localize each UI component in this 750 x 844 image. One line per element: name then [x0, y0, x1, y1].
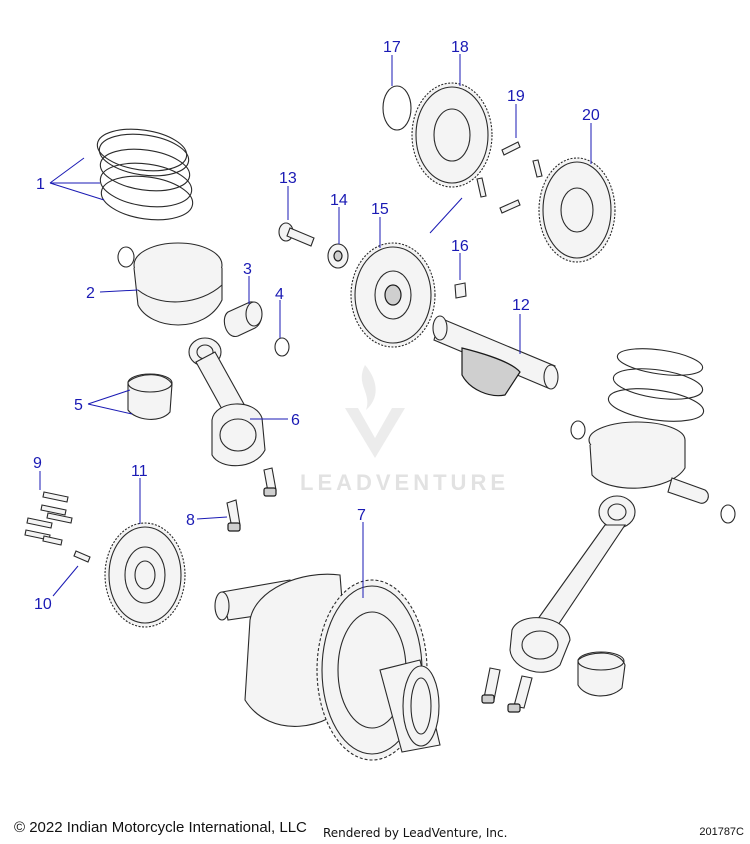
callout-20: 20 — [582, 107, 600, 124]
connecting-rod-left — [188, 337, 266, 467]
gear-bolt — [278, 222, 315, 247]
piston-right — [570, 420, 686, 489]
snap-ring — [382, 85, 412, 131]
piston-left — [117, 242, 223, 326]
footer-diagram-code: 201787C — [699, 826, 744, 838]
callout-14: 14 — [330, 192, 348, 209]
callout-2: 2 — [86, 285, 95, 302]
callout-12: 12 — [512, 297, 530, 314]
rod-bolts-right — [481, 667, 533, 713]
callout-1: 1 — [36, 176, 45, 193]
callouts: 1 2 3 4 5 6 7 8 9 10 11 12 13 14 15 16 1… — [33, 39, 600, 613]
footer-copyright: © 2022 Indian Motorcycle International, … — [14, 819, 307, 836]
gear-left — [104, 522, 186, 628]
callout-7: 7 — [357, 507, 366, 524]
wrist-pin-left — [223, 301, 263, 337]
callout-17: 17 — [383, 39, 401, 56]
callout-16: 16 — [451, 238, 469, 255]
washer — [327, 243, 349, 269]
small-bolts — [24, 491, 73, 546]
callout-19: 19 — [507, 88, 525, 105]
piston-rings-left — [96, 128, 194, 221]
pins — [476, 141, 543, 214]
piston-rings-right — [607, 348, 705, 422]
crankshaft — [214, 573, 441, 761]
connecting-rod-right — [509, 495, 636, 673]
callout-8: 8 — [186, 512, 195, 529]
callout-15: 15 — [371, 201, 389, 218]
callout-10: 10 — [34, 596, 52, 613]
balance-shaft — [432, 315, 559, 397]
rod-bolts-left — [226, 467, 277, 532]
callout-13: 13 — [279, 170, 297, 187]
circlip-left — [274, 337, 290, 357]
gear-right — [538, 157, 616, 263]
callout-3: 3 — [243, 261, 252, 278]
footer-rendered-by: Rendered by LeadVenture, Inc. — [323, 826, 508, 840]
callout-5: 5 — [74, 397, 83, 414]
callout-9: 9 — [33, 455, 42, 472]
watermark-text: LEADVENTURE — [300, 470, 509, 495]
bearing-shell-right — [577, 651, 626, 697]
callout-11: 11 — [131, 463, 148, 480]
wrist-pin-right — [667, 477, 736, 524]
callout-18: 18 — [451, 39, 469, 56]
gear-center — [350, 242, 436, 348]
callout-4: 4 — [275, 286, 284, 303]
dowel-pin — [73, 550, 91, 563]
watermark: LEADVENTURE — [300, 365, 509, 495]
gear-large — [411, 82, 493, 188]
callout-6: 6 — [291, 412, 300, 429]
leader-lines — [39, 54, 592, 598]
woodruff-key — [454, 282, 467, 299]
bearing-shell-left — [127, 373, 173, 420]
